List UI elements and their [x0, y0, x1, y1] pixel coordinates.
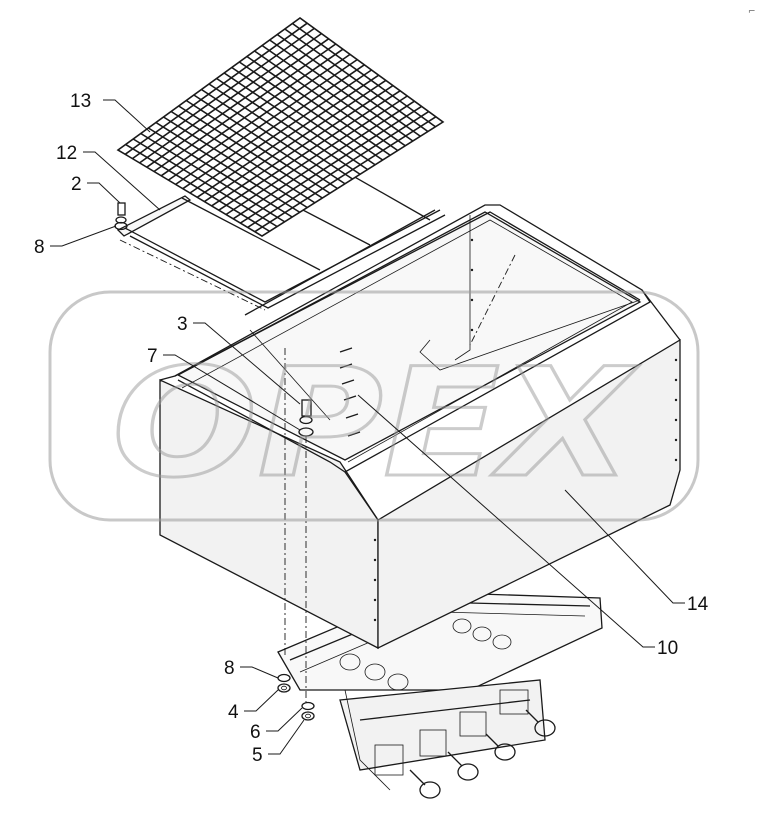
leader-lines: [50, 99, 685, 755]
sieve-wire: [225, 95, 408, 216]
callout-12: 12: [56, 143, 77, 164]
callout-8-bottom: 8: [224, 658, 235, 679]
callout-2: 2: [71, 174, 82, 195]
fastener-bolt-3: [299, 399, 313, 425]
sieve-wire: [175, 58, 358, 186]
slot-marks: [339, 347, 361, 437]
fastener-nut-5: [301, 711, 315, 721]
sieve-wire: [254, 116, 437, 233]
frame-openings: [339, 618, 512, 691]
rivet-dots: [373, 238, 678, 622]
sieve-wire: [153, 43, 337, 173]
callout-10: 10: [657, 638, 678, 659]
callout-7: 7: [147, 346, 158, 367]
fastener-washer-6: [301, 701, 315, 711]
corner-mark: ⌐: [748, 7, 756, 17]
watermark-text: OPEX: [112, 337, 639, 511]
sieve-wire: [167, 53, 351, 181]
callout-5: 5: [252, 745, 263, 766]
callout-14: 14: [687, 594, 709, 615]
outlet-tubes: [409, 709, 556, 799]
watermark: OPEX: [48, 290, 700, 522]
fastener-bolt-2: [115, 202, 127, 224]
sieve-wire: [196, 74, 380, 198]
sieve-wire: [131, 27, 315, 160]
fastener-nut-4: [277, 683, 291, 693]
sieve-wire: [146, 38, 330, 168]
sieve-wire: [211, 84, 394, 207]
sieve-wire: [203, 79, 387, 203]
sieve-grid: [116, 17, 445, 237]
callout-labels: 13 12 2 8 3 7 14 10 8 4 6 5: [34, 91, 709, 766]
sieve-wire: [239, 105, 422, 224]
metering-frame: [277, 591, 603, 799]
callout-13: 13: [70, 91, 91, 112]
callout-4: 4: [228, 702, 239, 723]
sieve-wire: [189, 69, 372, 194]
sieve-wire: [124, 22, 308, 155]
sieve-wire: [139, 32, 322, 164]
fastener-washer-8-bottom: [277, 673, 291, 683]
sieve-wire: [232, 100, 415, 220]
sieve-wire: [160, 48, 344, 177]
callout-8-top: 8: [34, 237, 45, 258]
callout-6: 6: [250, 722, 261, 743]
callout-3: 3: [177, 314, 188, 335]
sieve-wire: [247, 110, 430, 229]
sieve-wire: [182, 64, 365, 190]
sieve-wire: [218, 90, 401, 211]
